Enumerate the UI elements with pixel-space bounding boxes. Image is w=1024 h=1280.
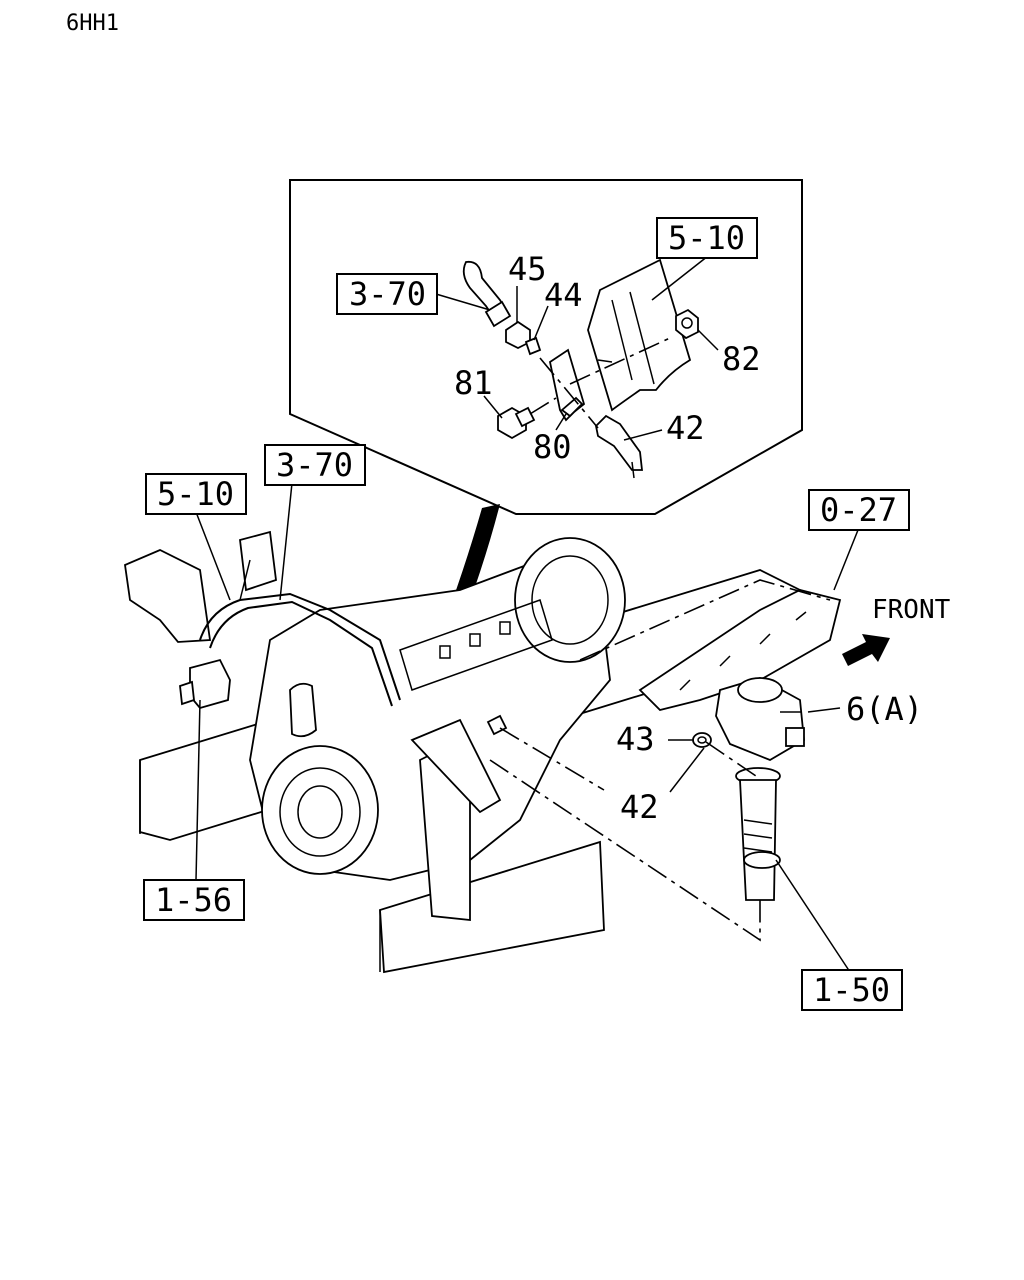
part-label-45: 45 <box>508 250 547 288</box>
solenoid-valve-part <box>189 658 231 710</box>
ref-5-10-inset: 5-10 <box>668 219 745 257</box>
leader-5-10-inset <box>651 255 709 301</box>
part-label-44: 44 <box>544 276 583 314</box>
main-bracket-left <box>124 549 212 643</box>
part-42-sensor <box>595 414 644 471</box>
leader-43-b <box>669 747 705 793</box>
part-label-43: 43 <box>616 720 655 758</box>
ref-box-5-10-main <box>145 473 247 515</box>
leader-0-27 <box>833 529 859 591</box>
ref-3-70-main: 3-70 <box>276 446 353 484</box>
front-arrow-icon <box>842 634 890 666</box>
leader-1-50 <box>775 859 851 973</box>
ref-1-50: 1-50 <box>813 971 890 1009</box>
leader-80 <box>555 413 567 431</box>
ref-box-0-27 <box>808 489 910 531</box>
filter-canister <box>289 682 317 738</box>
leader-44 <box>533 305 549 341</box>
ref-1-56: 1-56 <box>155 881 232 919</box>
ref-box-5-10-inset <box>656 217 758 259</box>
leader-82 <box>697 329 719 351</box>
part-43-gasket <box>692 732 712 748</box>
ref-box-3-70-main <box>264 444 366 486</box>
model-code: 6HH1 <box>66 11 119 36</box>
ref-5-10-main: 5-10 <box>157 475 234 513</box>
ref-3-70-inset: 3-70 <box>349 275 426 313</box>
front-label: FRONT <box>872 595 951 625</box>
pipe-nut-part <box>484 300 512 328</box>
inset-bracket-part <box>587 258 692 412</box>
part-82-nut <box>675 308 699 340</box>
engine-assembly <box>124 482 890 974</box>
part-label-80: 80 <box>533 428 572 466</box>
inset-frame <box>289 179 803 515</box>
part-label-81: 81 <box>454 364 493 402</box>
cross-member <box>379 840 605 974</box>
exhaust-pipe <box>739 779 777 901</box>
leader-6a <box>807 707 841 713</box>
ref-box-1-56 <box>143 879 245 921</box>
ref-box-1-50 <box>801 969 903 1011</box>
ref-0-27: 0-27 <box>820 491 897 529</box>
leader-1-56 <box>195 699 201 881</box>
detail-inset: 3-70 5-10 45 44 82 81 80 42 <box>289 179 803 515</box>
ref-box-3-70-inset <box>336 273 438 315</box>
leader-3-70-inset <box>435 293 491 311</box>
leader-3-70-main <box>279 482 293 601</box>
leader-81 <box>483 395 503 419</box>
part-label-42-main: 42 <box>620 788 659 826</box>
part-44-pin <box>524 336 542 356</box>
part-label-42-inset: 42 <box>666 409 705 447</box>
leader-5-10-main <box>195 511 231 601</box>
leader-42-inset <box>623 429 663 441</box>
part-label-82: 82 <box>722 340 761 378</box>
part-label-6a: 6(A) <box>846 690 923 728</box>
